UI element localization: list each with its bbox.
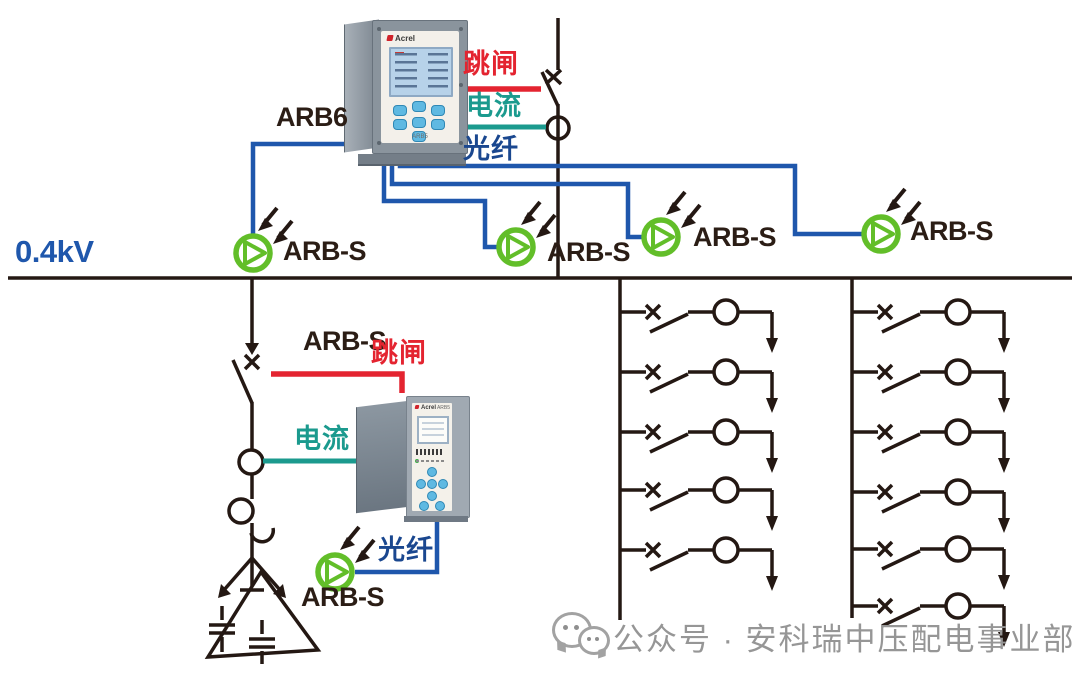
device-front-panel: Acrel ARB5	[412, 403, 452, 511]
trip-wire-label-top: 跳闸	[463, 49, 519, 79]
current-transformer-symbol	[237, 448, 265, 476]
incoming-feeder	[540, 18, 571, 278]
arc-protection-relay-secondary: Acrel ARB5	[356, 392, 470, 524]
device-side-panel	[356, 400, 409, 514]
keypad-button	[412, 117, 426, 128]
feeder-group-2	[850, 278, 1012, 649]
keypad-button	[419, 501, 429, 511]
keypad-button	[393, 105, 407, 116]
trip-wire-label-bottom: 跳闸	[371, 338, 427, 368]
trip-wire-bottom	[271, 371, 405, 393]
keypad-button	[431, 105, 445, 116]
sensor-label-2: ARB-S	[547, 237, 631, 267]
keypad-button	[431, 119, 445, 130]
keypad-button	[412, 101, 426, 112]
brand-logo-icon	[386, 35, 394, 41]
keypad-button	[393, 119, 407, 130]
fiber-wire-label-bottom: 光纤	[378, 535, 434, 565]
fiber-cable-5	[355, 514, 440, 575]
brand-logo: Acrel	[414, 405, 437, 411]
keypad-button	[427, 491, 437, 501]
sensor-label-3: ARB-S	[693, 222, 777, 252]
device-lcd-screen	[417, 416, 449, 444]
feeder-group-1	[618, 278, 780, 620]
sensor-label-4: ARB-S	[910, 216, 994, 246]
relay-wire-label: ARB6	[276, 102, 348, 132]
keypad-button	[435, 501, 445, 511]
fiber-cable-1	[250, 141, 362, 235]
arc-sensor-icon	[644, 192, 700, 254]
device-mounting-flange	[404, 516, 468, 522]
current-transformer-symbol	[545, 115, 571, 141]
current-wire-label-top: 电流	[466, 91, 522, 121]
brand-name: Acrel	[421, 405, 437, 411]
current-wire-label-bottom: 电流	[294, 424, 350, 454]
wechat-icon	[552, 610, 612, 660]
device-front-frame: Acrel ARB5	[406, 396, 470, 518]
bus-voltage-label: 0.4kV	[15, 234, 94, 269]
keypad-button	[427, 479, 437, 489]
sensor-label-5: ARB-S	[301, 582, 385, 612]
keypad-button	[438, 479, 448, 489]
device-model-label: ARB5	[412, 134, 428, 140]
watermark-text: 公众号 · 安科瑞中压配电事业部	[613, 622, 1076, 657]
fiber-cable-3	[389, 148, 643, 240]
sensor-label-feeder: ARB-S	[303, 326, 387, 356]
keypad-button	[416, 479, 426, 489]
device-mounting-flange	[358, 154, 466, 166]
led-indicators	[416, 449, 442, 455]
device-lcd-screen	[389, 47, 453, 97]
fiber-wire-label-top: 光纤	[463, 134, 519, 164]
fiber-cable-2	[381, 148, 498, 250]
brand-logo-icon	[414, 405, 420, 409]
device-front-panel: Acrel ARB5	[381, 31, 459, 143]
keypad-button	[412, 131, 426, 142]
keypad-button	[427, 467, 437, 477]
brand-name: Acrel	[395, 34, 416, 43]
arc-protection-relay-main: Acrel ARB5	[344, 12, 468, 166]
sensor-label-1: ARB-S	[283, 236, 367, 266]
device-model-label: ARB5	[436, 405, 450, 411]
device-front-frame: Acrel ARB5	[372, 20, 468, 154]
arc-sensor-icon	[318, 527, 374, 589]
brand-logo: Acrel	[386, 34, 416, 44]
